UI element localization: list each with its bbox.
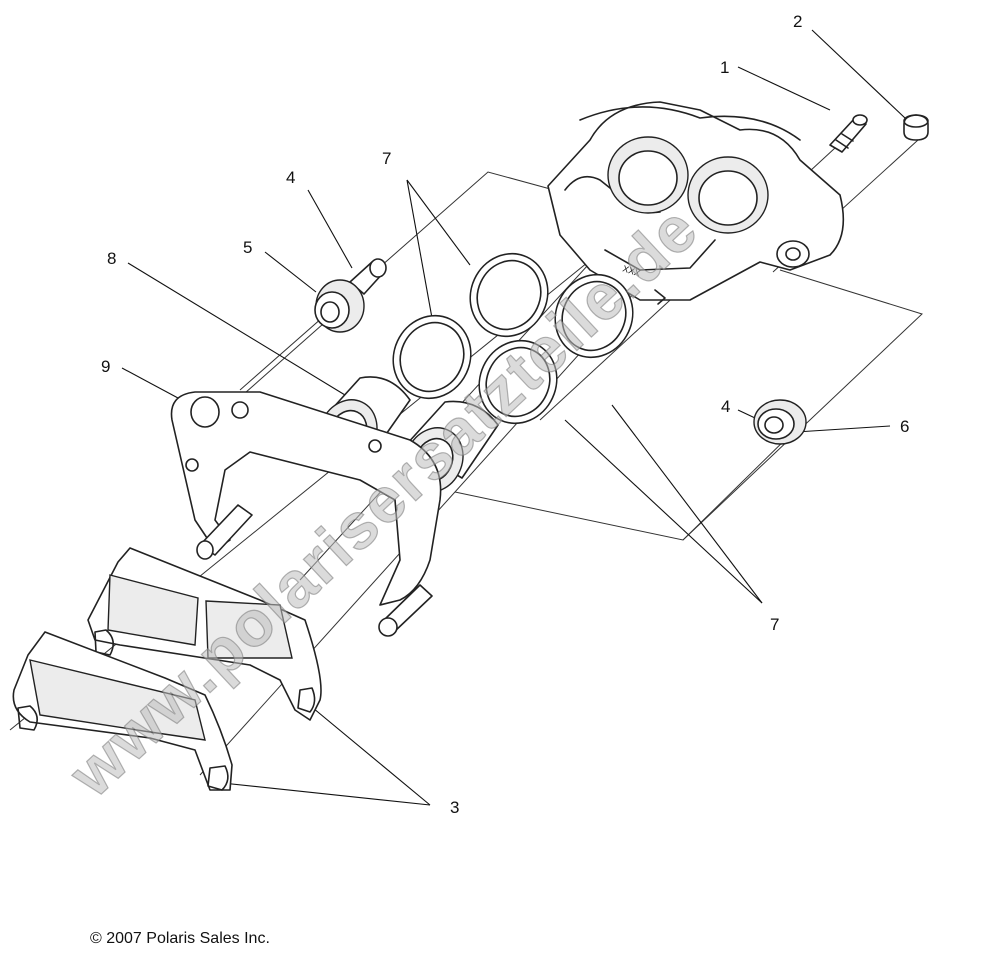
watermark-text: www.polarisersatzteile.de — [55, 191, 712, 810]
bleeder-cap — [903, 114, 929, 141]
leader-lines — [121, 29, 906, 806]
callout-numbers: 1 2 3 4 4 5 6 7 7 8 9 — [101, 12, 909, 817]
callout-8: 8 — [107, 249, 116, 268]
piston-seals — [392, 252, 634, 425]
callout-9: 9 — [101, 357, 110, 376]
brake-pads — [12, 547, 322, 791]
bleeder-screw — [829, 114, 868, 153]
callout-5: 5 — [243, 238, 252, 257]
pin-boot-upper — [314, 279, 365, 333]
callout-4-upper: 4 — [286, 168, 295, 187]
pin-boot-lower — [753, 399, 807, 445]
callout-2: 2 — [793, 12, 802, 31]
guide-pin-upper — [349, 258, 387, 295]
callout-3: 3 — [450, 798, 459, 817]
callout-7-upper: 7 — [382, 149, 391, 168]
callout-1: 1 — [720, 58, 729, 77]
caliper-bracket — [170, 391, 442, 637]
callout-6: 6 — [900, 417, 909, 436]
callout-4-lower: 4 — [721, 397, 730, 416]
copyright-notice: © 2007 Polaris Sales Inc. — [90, 930, 270, 947]
callout-7-lower: 7 — [770, 615, 779, 634]
caliper-body: XXX — [547, 101, 845, 305]
